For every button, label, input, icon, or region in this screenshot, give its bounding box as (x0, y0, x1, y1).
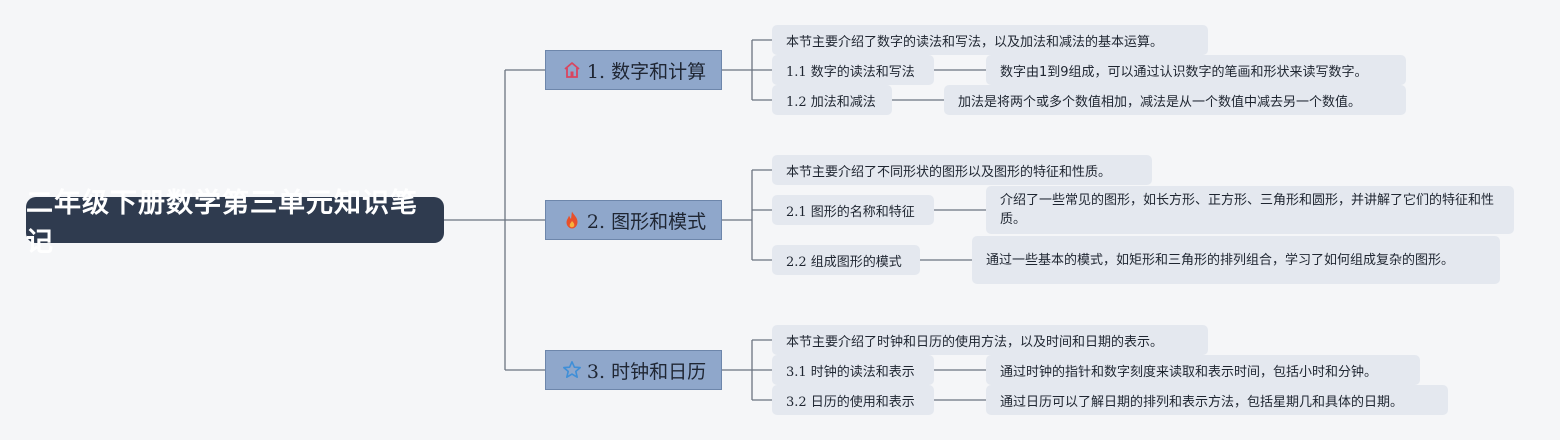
detail-node[interactable]: 介绍了一些常见的图形，如长方形、正方形、三角形和圆形，并讲解了它们的特征和性质。 (986, 186, 1514, 234)
fire-icon (561, 209, 583, 231)
subtopic-node[interactable]: 2.1 图形的名称和特征 (772, 195, 934, 225)
topic-summary[interactable]: 本节主要介绍了不同形状的图形以及图形的特征和性质。 (772, 155, 1152, 185)
detail-node[interactable]: 通过一些基本的模式，如矩形和三角形的排列组合，学习了如何组成复杂的图形。 (972, 236, 1500, 284)
subtopic-node[interactable]: 3.1 时钟的读法和表示 (772, 355, 934, 385)
detail-node[interactable]: 通过时钟的指针和数字刻度来读取和表示时间，包括小时和分钟。 (986, 355, 1420, 385)
detail-node[interactable]: 数字由1到9组成，可以通过认识数字的笔画和形状来读写数字。 (986, 55, 1406, 85)
subtopic-node[interactable]: 1.2 加法和减法 (772, 85, 892, 115)
star-icon (561, 359, 583, 381)
root-title: 二年级下册数学第三单元知识笔记 (26, 188, 418, 258)
detail-node[interactable]: 加法是将两个或多个数值相加，减法是从一个数值中减去另一个数值。 (944, 85, 1406, 115)
topic-summary[interactable]: 本节主要介绍了时钟和日历的使用方法，以及时间和日期的表示。 (772, 325, 1208, 355)
detail-node[interactable]: 通过日历可以了解日期的排列和表示方法，包括星期几和具体的日期。 (986, 385, 1448, 415)
subtopic-node[interactable]: 2.2 组成图形的模式 (772, 245, 920, 275)
topic-shapes-and-patterns[interactable]: 2. 图形和模式 (545, 200, 722, 240)
subtopic-node[interactable]: 1.1 数字的读法和写法 (772, 55, 934, 85)
topic-label: 1. 数字和计算 (586, 60, 707, 83)
subtopic-node[interactable]: 3.2 日历的使用和表示 (772, 385, 934, 415)
topic-summary[interactable]: 本节主要介绍了数字的读法和写法，以及加法和减法的基本运算。 (772, 25, 1208, 55)
topic-label: 2. 图形和模式 (586, 210, 707, 233)
topic-numbers-and-calculation[interactable]: 1. 数字和计算 (545, 50, 722, 90)
topic-label: 3. 时钟和日历 (586, 360, 707, 383)
house-icon (561, 59, 583, 81)
root-node[interactable]: 二年级下册数学第三单元知识笔记 (26, 188, 444, 258)
topic-clock-and-calendar[interactable]: 3. 时钟和日历 (545, 350, 722, 390)
